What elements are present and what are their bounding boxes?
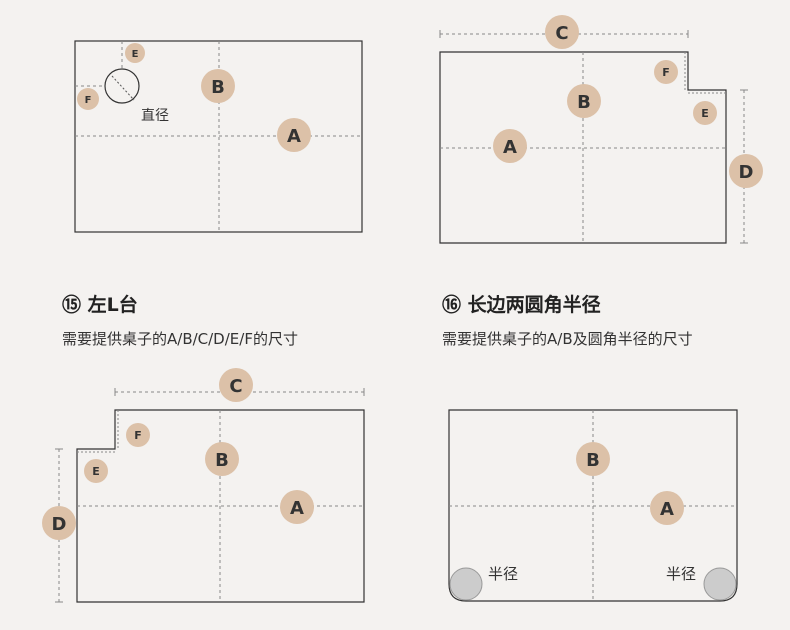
badge-a: A <box>493 129 527 163</box>
svg-text:A: A <box>660 499 674 520</box>
section-15-description: 需要提供桌子的A/B/C/D/E/F的尺寸 <box>62 330 298 348</box>
badge-f: F <box>126 423 150 447</box>
svg-text:F: F <box>85 95 92 106</box>
badge-b: B <box>576 442 610 476</box>
diagram-top-left: 直径 E F B A <box>74 40 363 233</box>
badge-c: C <box>219 368 253 402</box>
svg-text:A: A <box>503 137 517 158</box>
svg-text:C: C <box>555 23 568 44</box>
diameter-line <box>111 75 135 101</box>
badge-a: A <box>277 118 311 152</box>
badge-f: F <box>77 88 99 110</box>
diagram-top-right: C F B E A D <box>439 15 763 244</box>
hole-circle <box>104 68 140 104</box>
table-outline <box>76 409 365 603</box>
svg-text:B: B <box>577 92 591 113</box>
svg-text:E: E <box>132 49 139 60</box>
badge-f: F <box>654 60 678 84</box>
corner-radius-circle-right <box>703 567 737 601</box>
diagram-bottom-left: C F B E A D <box>42 368 365 603</box>
svg-text:B: B <box>586 450 600 471</box>
badge-d: D <box>729 154 763 188</box>
svg-text:B: B <box>215 450 229 471</box>
radius-label-right: 半径 <box>666 565 696 583</box>
badge-b: B <box>567 84 601 118</box>
table-outline <box>439 51 727 244</box>
section-16-title: ⑯ 长边两圆角半径 <box>442 294 601 316</box>
svg-text:A: A <box>290 498 304 519</box>
section-16-description: 需要提供桌子的A/B及圆角半径的尺寸 <box>442 330 693 348</box>
svg-text:D: D <box>739 162 754 183</box>
diagram-bottom-right: 半径 半径 B A <box>448 409 738 602</box>
svg-text:F: F <box>134 429 142 442</box>
svg-text:F: F <box>662 66 670 79</box>
badge-e: E <box>693 101 717 125</box>
badge-d: D <box>42 506 76 540</box>
svg-text:B: B <box>211 77 225 98</box>
badge-b: B <box>201 69 235 103</box>
section-15-title: ⑮ 左L台 <box>62 294 138 316</box>
svg-text:E: E <box>92 465 100 478</box>
badge-e: E <box>125 43 145 63</box>
svg-text:A: A <box>287 126 301 147</box>
badge-b: B <box>205 442 239 476</box>
badge-a: A <box>650 491 684 525</box>
svg-text:E: E <box>701 107 709 120</box>
badge-e: E <box>84 459 108 483</box>
diameter-label: 直径 <box>141 107 169 124</box>
radius-label-left: 半径 <box>488 565 518 583</box>
svg-text:C: C <box>229 376 242 397</box>
svg-text:D: D <box>52 514 67 535</box>
badge-a: A <box>280 490 314 524</box>
corner-radius-circle-left <box>449 567 483 601</box>
badge-c: C <box>545 15 579 49</box>
table-outline <box>448 409 738 602</box>
